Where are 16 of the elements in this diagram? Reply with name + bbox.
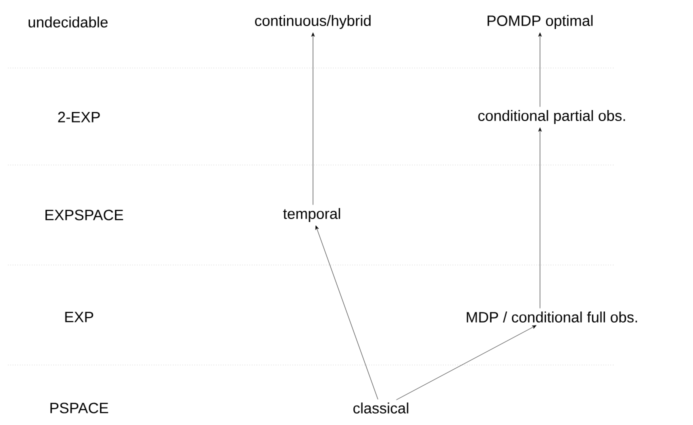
node-label: classical bbox=[353, 402, 408, 414]
node-label: continuous/hybrid bbox=[255, 15, 371, 29]
arrow bbox=[315, 225, 378, 400]
node-label: MDP / conditional full obs. bbox=[466, 312, 637, 322]
node-label: temporal bbox=[283, 208, 340, 222]
arrow bbox=[396, 325, 536, 400]
complexity-class-label: EXPSPACE bbox=[46, 210, 124, 220]
node-label: POMDP optimal bbox=[488, 15, 593, 29]
complexity-class-label: undecidable bbox=[28, 16, 108, 28]
complexity-class-label: PSPACE bbox=[50, 402, 108, 414]
complexity-class-label: EXP bbox=[65, 312, 94, 322]
arrow bbox=[538, 32, 542, 108]
node-label: conditional partial obs. bbox=[478, 110, 625, 124]
arrow bbox=[538, 128, 542, 309]
complexity-class-label: 2-EXP bbox=[58, 112, 100, 122]
arrow bbox=[311, 32, 315, 206]
